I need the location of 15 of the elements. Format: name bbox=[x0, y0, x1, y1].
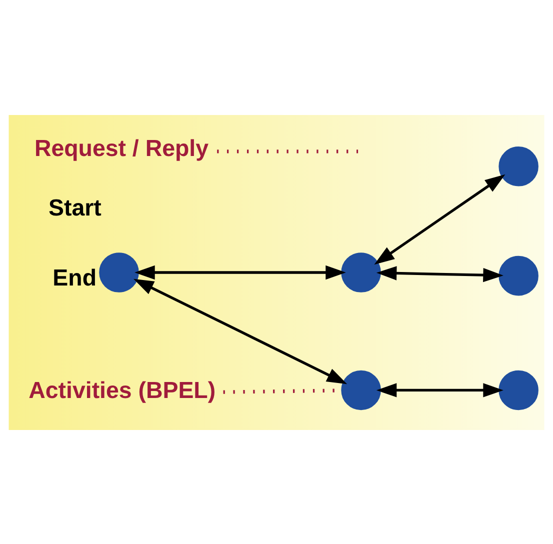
arrow bbox=[134, 264, 346, 280]
node-circle bbox=[498, 146, 538, 186]
arrow bbox=[374, 174, 506, 264]
node-circle bbox=[341, 252, 381, 292]
node-label: Start bbox=[48, 194, 102, 220]
node-circle bbox=[498, 255, 538, 296]
arrow bbox=[376, 382, 504, 397]
node-text: Request / Reply bbox=[34, 134, 209, 160]
node-circle bbox=[99, 252, 139, 292]
arrow bbox=[133, 278, 348, 384]
node-label: End bbox=[52, 264, 97, 290]
node-text: Activities (BPEL) bbox=[28, 376, 216, 403]
node-circle bbox=[498, 370, 538, 410]
arrow bbox=[376, 266, 504, 282]
node-circle bbox=[341, 370, 381, 410]
